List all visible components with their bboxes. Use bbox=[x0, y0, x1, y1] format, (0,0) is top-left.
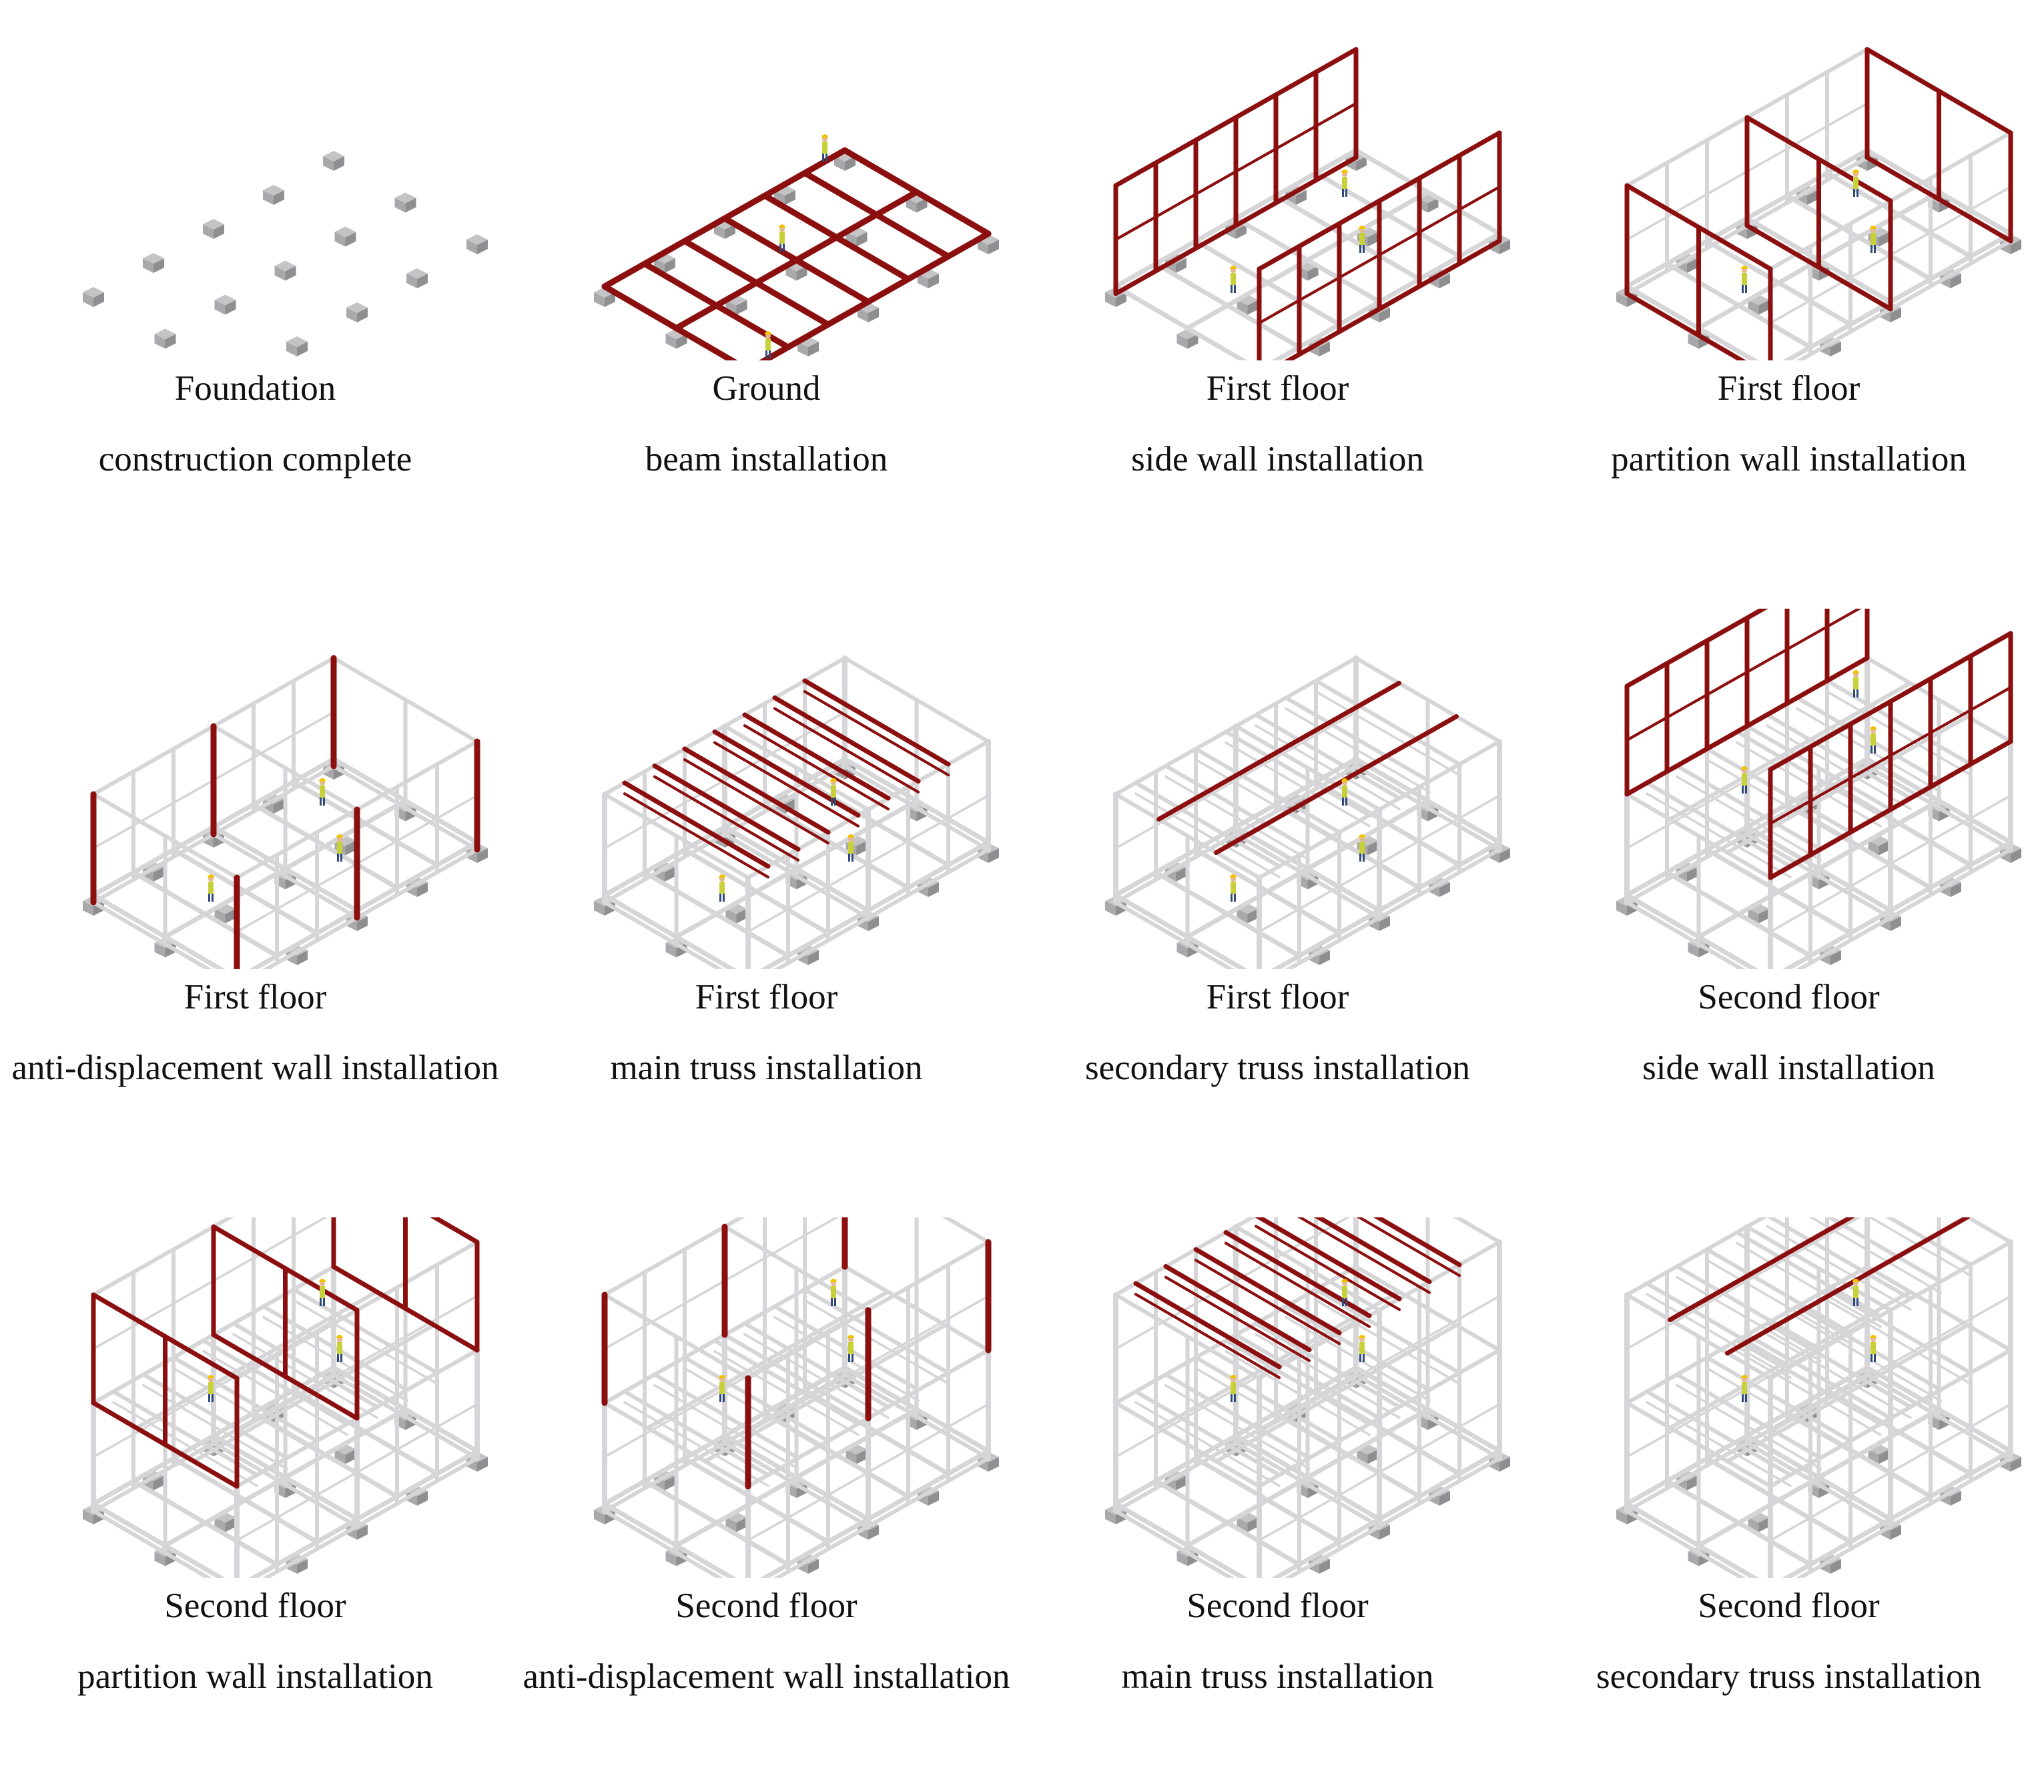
step-10-illustration bbox=[594, 1217, 999, 1578]
step-4-action-label: partition wall installation bbox=[1611, 440, 1967, 479]
step-6-action-label: main truss installation bbox=[610, 1049, 923, 1087]
step-1-illustration bbox=[83, 151, 488, 356]
step-7-action-label: secondary truss installation bbox=[1085, 1049, 1470, 1087]
step-3-illustration bbox=[1105, 47, 1510, 360]
step-10-panel: Second floor anti-displacement wall inst… bbox=[511, 1217, 1022, 1792]
step-5-floor-label: First floor bbox=[184, 978, 327, 1016]
step-3-panel: First floor side wall installation bbox=[1022, 0, 1533, 575]
construction-sequence-grid: Foundation construction complete Ground … bbox=[0, 0, 2044, 1696]
step-5-panel: First floor anti-displacement wall insta… bbox=[0, 609, 510, 1183]
step-5-action-label: anti-displacement wall installation bbox=[11, 1049, 499, 1087]
step-8-action-label: side wall installation bbox=[1642, 1049, 1935, 1087]
step-12-floor-label: Second floor bbox=[1698, 1586, 1880, 1625]
step-7-panel: First floor secondary truss installation bbox=[1022, 609, 1533, 1183]
step-6-illustration bbox=[594, 655, 999, 969]
step-1-panel: Foundation construction complete bbox=[0, 0, 510, 575]
step-12-illustration bbox=[1616, 1217, 2021, 1578]
step-3-floor-label: First floor bbox=[1206, 369, 1349, 408]
step-7-illustration bbox=[1105, 655, 1510, 969]
step-2-action-label: beam installation bbox=[645, 440, 888, 479]
step-3-action-label: side wall installation bbox=[1131, 440, 1424, 479]
step-4-illustration bbox=[1616, 47, 2021, 360]
step-8-illustration bbox=[1616, 609, 2021, 969]
step-10-floor-label: Second floor bbox=[675, 1586, 858, 1625]
step-11-action-label: main truss installation bbox=[1121, 1657, 1434, 1696]
step-12-action-label: secondary truss installation bbox=[1596, 1657, 1981, 1696]
step-9-floor-label: Second floor bbox=[164, 1586, 346, 1625]
step-6-panel: First floor main truss installation bbox=[511, 609, 1022, 1183]
step-12-panel: Second floor secondary truss installatio… bbox=[1534, 1217, 2044, 1792]
step-9-illustration bbox=[83, 1217, 488, 1578]
step-10-action-label: anti-displacement wall installation bbox=[523, 1657, 1010, 1696]
step-11-illustration bbox=[1105, 1217, 1510, 1578]
step-6-floor-label: First floor bbox=[695, 978, 838, 1016]
step-8-floor-label: Second floor bbox=[1698, 978, 1880, 1016]
step-2-panel: Ground beam installation bbox=[511, 0, 1022, 575]
step-4-panel: First floor partition wall installation bbox=[1534, 0, 2044, 575]
step-11-panel: Second floor main truss installation bbox=[1022, 1217, 1533, 1792]
step-2-floor-label: Ground bbox=[712, 369, 821, 408]
step-9-action-label: partition wall installation bbox=[77, 1657, 433, 1696]
step-8-panel: Second floor side wall installation bbox=[1534, 609, 2044, 1183]
step-5-illustration bbox=[83, 655, 488, 969]
step-11-floor-label: Second floor bbox=[1186, 1586, 1369, 1625]
step-4-floor-label: First floor bbox=[1717, 369, 1860, 408]
step-9-panel: Second floor partition wall installation bbox=[0, 1217, 510, 1792]
step-2-illustration bbox=[594, 134, 999, 360]
step-7-floor-label: First floor bbox=[1206, 978, 1349, 1016]
step-1-floor-label: Foundation bbox=[174, 369, 336, 408]
step-1-action-label: construction complete bbox=[98, 440, 412, 479]
